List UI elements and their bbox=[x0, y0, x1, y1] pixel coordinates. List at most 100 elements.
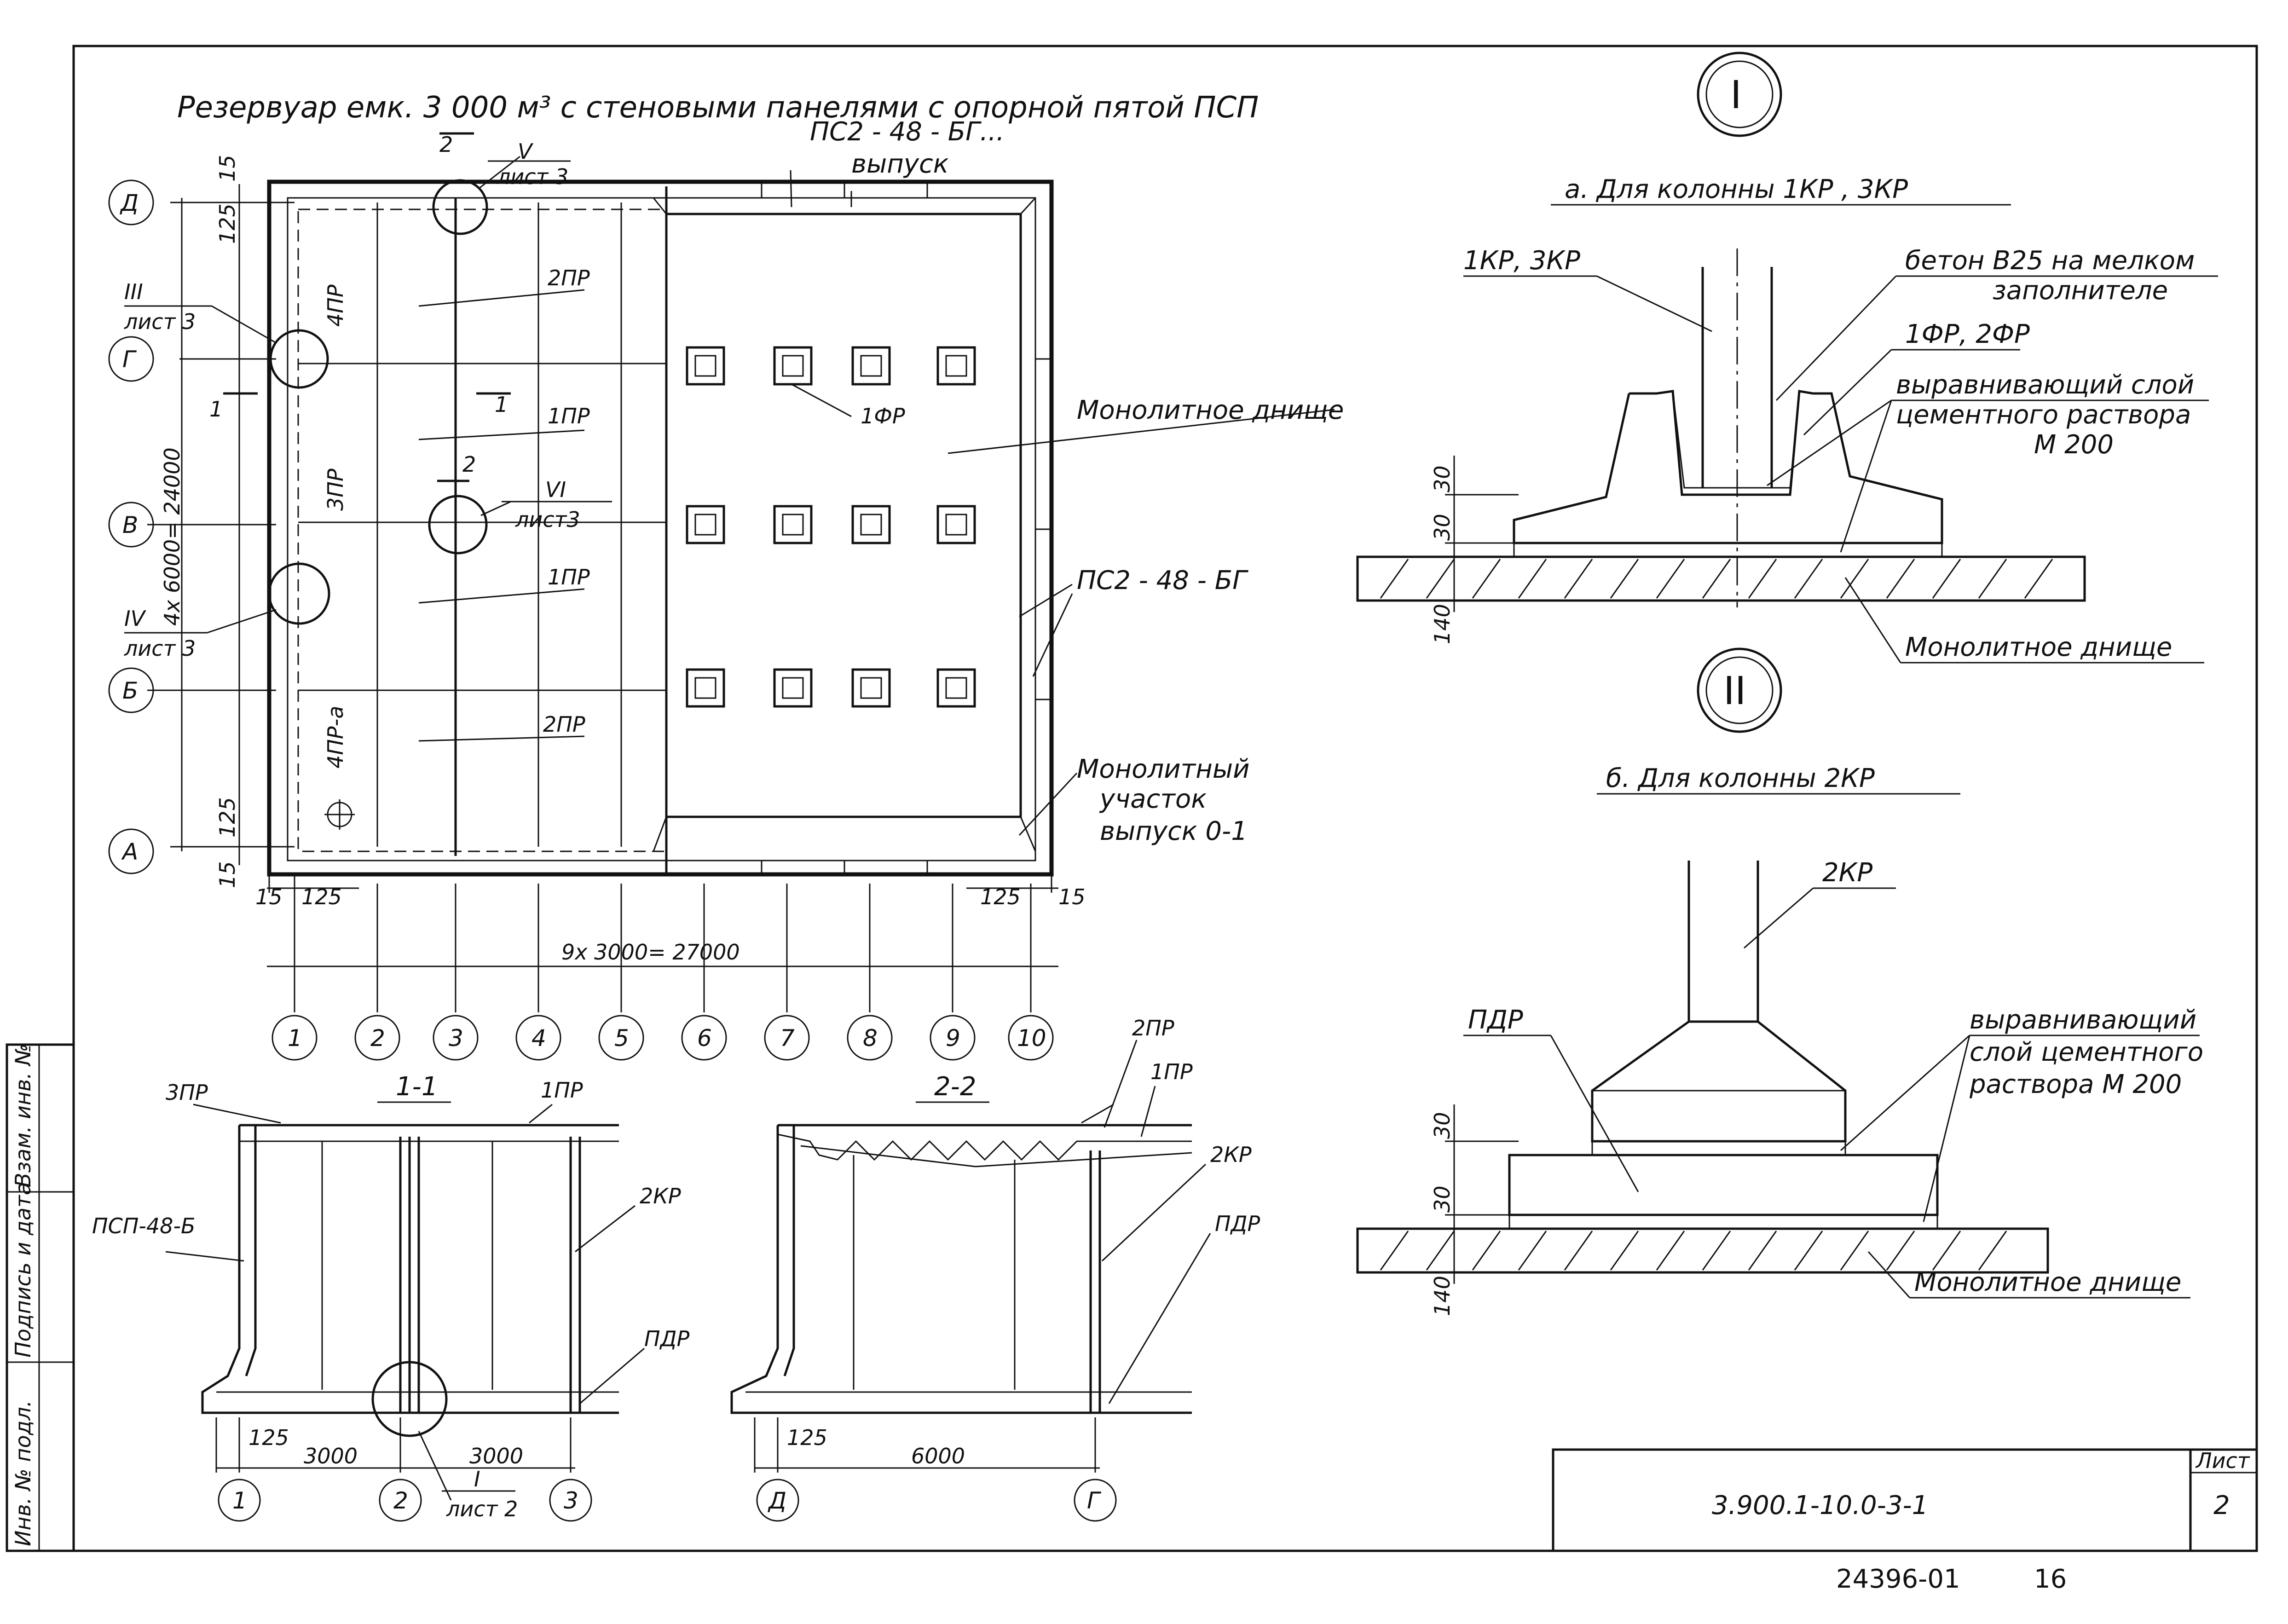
stamp-vzam-inv: Взам. инв. № bbox=[11, 1044, 35, 1187]
axis-3: 3 bbox=[449, 1025, 463, 1052]
title-block-code: 3.900.1-10.0-3-1 bbox=[1712, 1491, 1928, 1520]
detail-I-label-column: 1КР, 3КР bbox=[1463, 246, 1580, 276]
axis-5: 5 bbox=[614, 1025, 629, 1052]
detail-II-marker: II bbox=[1723, 668, 1746, 713]
dim-125-right: 125 bbox=[980, 884, 1021, 909]
s11-label-3pr: 3ПР bbox=[166, 1080, 208, 1105]
label-2pr-b: 2ПР bbox=[543, 712, 585, 737]
callout-v-number: V bbox=[518, 139, 534, 164]
label-4pr-a: 4ПР-а bbox=[323, 706, 348, 769]
s11-callout-number: I bbox=[474, 1467, 480, 1491]
label-ps-top: ПС2 - 48 - БГ... bbox=[810, 117, 1005, 147]
section-2-mark-top: 2 bbox=[439, 132, 453, 157]
dim-125-bottom: 125 bbox=[215, 797, 240, 838]
detail-II: II б. Для колонны 2КР 30 30 140 2КР bbox=[1356, 647, 2203, 1316]
section-1-mark-right: 1 bbox=[495, 392, 508, 417]
dim-15-right: 15 bbox=[1058, 884, 1086, 909]
dim-total-y: 4х 6000= 24000 bbox=[160, 447, 185, 626]
archive-number: 24396-01 bbox=[1836, 1564, 1960, 1594]
dim-15-left: 15 bbox=[255, 884, 283, 909]
s22-axis-D: Д bbox=[768, 1487, 786, 1514]
page-number: 16 bbox=[2034, 1564, 2067, 1594]
stamp-inv-podl: Инв. № подл. bbox=[11, 1400, 35, 1546]
detail-II-label-slab: Монолитное днище bbox=[1914, 1267, 2181, 1297]
detail-I-dim-30a: 30 bbox=[1430, 465, 1455, 492]
s11-axis-1: 1 bbox=[232, 1487, 247, 1514]
detail-I-caption: а. Для колонны 1КР , 3КР bbox=[1565, 174, 1908, 204]
detail-II-dim-30b: 30 bbox=[1430, 1185, 1455, 1213]
section-2-2: 2-2 2ПР 1ПР 2КР ПДР 125 6000 Д Г bbox=[730, 1016, 1260, 1522]
axis-7: 7 bbox=[780, 1025, 795, 1052]
detail-II-label-column: 2КР bbox=[1822, 858, 1872, 888]
detail-II-caption: б. Для колонны 2КР bbox=[1606, 763, 1875, 793]
dim-125-top: 125 bbox=[215, 203, 240, 244]
title-block-sheet-label: Лист bbox=[2195, 1448, 2250, 1473]
s22-label-pdr: ПДР bbox=[1215, 1211, 1260, 1236]
s11-dim-b: 3000 bbox=[469, 1444, 523, 1468]
axis-10: 10 bbox=[1017, 1025, 1046, 1052]
callout-vi-sheet: лист3 bbox=[515, 507, 580, 532]
dim-15-bottom: 15 bbox=[215, 861, 240, 888]
s11-axis-3: 3 bbox=[564, 1487, 578, 1514]
detail-I: I а. Для колонны 1КР , 3КР 30 30 140 bbox=[1356, 52, 2218, 664]
s11-label-psp: ПСП-48-Б bbox=[92, 1214, 196, 1238]
dim-total-x: 9х 3000= 27000 bbox=[561, 940, 740, 965]
detail-I-dim-30b: 30 bbox=[1430, 514, 1455, 541]
section-1-1-title: 1-1 bbox=[396, 1072, 438, 1102]
axis-9: 9 bbox=[946, 1025, 960, 1052]
s22-label-1pr: 1ПР bbox=[1150, 1059, 1193, 1084]
callout-iv-sheet: лист 3 bbox=[124, 636, 196, 661]
detail-II-dim-140: 140 bbox=[1430, 1276, 1455, 1316]
detail-I-label-slab: Монолитное днище bbox=[1905, 632, 2172, 662]
detail-I-label-layer-1: выравнивающий слой bbox=[1896, 370, 2194, 400]
axis-G: Г bbox=[122, 346, 137, 373]
callout-vi-number: VI bbox=[545, 477, 566, 502]
s11-callout-sheet: лист 2 bbox=[446, 1497, 518, 1521]
s22-dim-125: 125 bbox=[787, 1425, 827, 1450]
detail-II-label-layer-2: слой цементного bbox=[1970, 1037, 2203, 1067]
callout-iv-number: IV bbox=[124, 606, 147, 631]
label-1pr-a: 1ПР bbox=[548, 404, 590, 428]
s22-axis-G: Г bbox=[1087, 1487, 1102, 1514]
reservoir-plan: Д Г В Б А 1 2 3 4 5 6 7 8 bbox=[108, 117, 1344, 1061]
axis-B: Б bbox=[122, 677, 138, 704]
detail-I-label-layer-3: М 200 bbox=[2034, 430, 2114, 460]
s22-label-2pr: 2ПР bbox=[1132, 1016, 1174, 1040]
title-block-sheet-number: 2 bbox=[2213, 1491, 2230, 1520]
s11-label-pdr: ПДР bbox=[644, 1326, 690, 1351]
section-2-mark-middle: 2 bbox=[462, 452, 476, 477]
label-3pr: 3ПР bbox=[323, 468, 348, 511]
column-axis-markers: 1 2 3 4 5 6 7 8 9 10 bbox=[272, 1015, 1054, 1061]
s11-axis-2: 2 bbox=[393, 1487, 408, 1514]
side-stamp: Инв. № подл. Подпись и дата Взам. инв. № bbox=[11, 1044, 35, 1546]
detail-II-label-layer-3: раствора М 200 bbox=[1969, 1069, 2182, 1099]
axis-A: А bbox=[121, 838, 138, 865]
title-block: Лист 2 3.900.1-10.0-3-1 bbox=[1552, 1448, 2258, 1552]
section-1-mark-left: 1 bbox=[209, 397, 223, 422]
label-1pr-b: 1ПР bbox=[548, 565, 590, 589]
section-1-1: 1-1 ПСП-48-Б 3ПР 1ПР 2КР ПДР 125 3000 30… bbox=[92, 1072, 690, 1522]
dim-125-left: 125 bbox=[301, 884, 342, 909]
axis-8: 8 bbox=[863, 1025, 878, 1052]
s11-dim-125: 125 bbox=[248, 1425, 289, 1450]
pilaster-grid bbox=[686, 346, 976, 708]
axis-6: 6 bbox=[697, 1025, 712, 1052]
detail-II-label-layer-1: выравнивающий bbox=[1970, 1005, 2196, 1035]
label-1fr: 1ФР bbox=[861, 404, 905, 428]
label-4pr: 4ПР bbox=[323, 284, 348, 327]
detail-II-label-pdr: ПДР bbox=[1468, 1005, 1523, 1035]
callout-iii-sheet: лист 3 bbox=[124, 309, 196, 334]
callout-v-sheet: лист 3 bbox=[497, 164, 568, 189]
label-monolith-zone-3: выпуск 0-1 bbox=[1100, 816, 1248, 846]
detail-I-label-fr: 1ФР, 2ФР bbox=[1905, 319, 2030, 349]
label-2pr-a: 2ПР bbox=[548, 266, 590, 290]
detail-II-dim-30a: 30 bbox=[1430, 1112, 1455, 1139]
detail-I-label-concrete-2: заполнителе bbox=[1993, 276, 2168, 306]
row-axis-markers: Д Г В Б А bbox=[108, 179, 154, 874]
detail-I-label-concrete-1: бетон В25 на мелком bbox=[1905, 246, 2195, 276]
axis-D: Д bbox=[120, 190, 139, 216]
s22-label-2kr: 2КР bbox=[1210, 1142, 1252, 1167]
axis-V: В bbox=[122, 512, 138, 538]
